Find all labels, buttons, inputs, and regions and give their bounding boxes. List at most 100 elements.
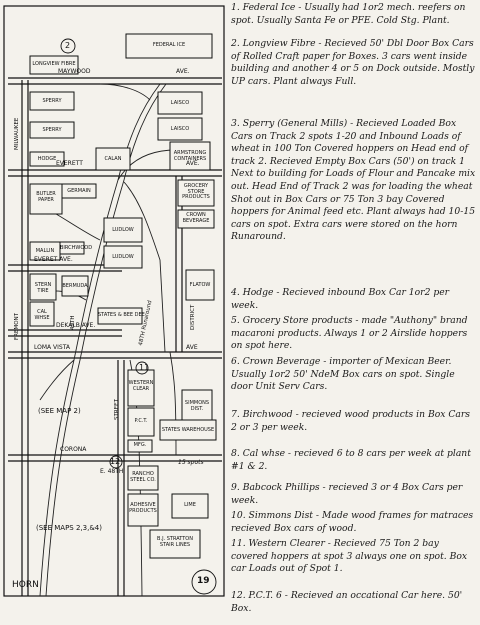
label-armstrong: ARMSTRONG CONTAINERS: [173, 150, 207, 162]
label-mallin: MALLIN: [35, 248, 55, 254]
street-loma-vista: LOMA VISTA: [34, 344, 71, 351]
building-birchwood: [59, 241, 85, 255]
building-hodge: [29, 151, 65, 167]
building-flatow: [185, 269, 215, 301]
street-vertical: STREET: [114, 399, 120, 420]
ref-number: 12: [110, 457, 121, 466]
building-states-bee: [97, 307, 143, 325]
label-longview: LONGVIEW FIBRE: [32, 61, 76, 67]
label-federal-ice: FEDERAL ICE: [152, 42, 186, 48]
label-bermuda: BERMUDA: [62, 283, 88, 289]
note-number: 8.: [231, 448, 240, 459]
label-laisco: LAISCO: [170, 126, 190, 132]
track-line: [39, 359, 75, 401]
building-armstrong: [169, 141, 211, 171]
label-sperry: SPERRY: [42, 98, 62, 104]
note-number: 4.: [231, 287, 240, 298]
label-states-whse: STATES WAREHOUSE: [161, 427, 215, 433]
building-lime: [171, 493, 209, 519]
note-text: Babcock Phillips - recieved 3 or 4 Box C…: [231, 482, 463, 506]
label-calwhse: CAL WHSE: [34, 309, 50, 321]
building-sperry-1: [29, 91, 75, 111]
label-sperry: SPERRY: [42, 127, 62, 133]
building-mfg: [127, 439, 153, 453]
note-item: 10. Simmons Dist - Made wood frames for …: [231, 510, 477, 535]
note-item: 6. Crown Beverage - importer of Mexican …: [231, 356, 477, 394]
note-number: 10.: [231, 510, 246, 521]
note-text: Simmons Dist - Made wood frames for matr…: [231, 510, 474, 534]
label-mfg: MFG.: [133, 442, 147, 448]
label-ludlow: LUDLOW: [112, 227, 134, 233]
label-lime: LIME: [184, 502, 196, 508]
label-states-bee: STATES & BEE DEE: [98, 312, 145, 318]
note-text: Sperry (General Mills) - Recieved Loaded…: [231, 118, 476, 243]
street-e48: E. 48TH: [100, 468, 124, 475]
label-laisco: LAISCO: [170, 100, 190, 106]
note-text: Longview Fibre - Recieved 50' Dbl Door B…: [231, 38, 475, 87]
callout-see-maps: (SEE MAPS 2,3,&4): [36, 524, 102, 532]
note-number: 3.: [231, 118, 240, 129]
building-calwhse: [29, 301, 55, 327]
label-calan: CALAN: [104, 156, 122, 162]
street-dekalb: DEKALB AVE.: [56, 322, 96, 329]
note-number: 12.: [231, 590, 246, 601]
notes-column: 1. Federal Ice - Usually had 1or2 mech. …: [229, 0, 479, 625]
building-rancho: [127, 465, 159, 491]
note-number: 7.: [231, 409, 240, 420]
label-horn: HORN: [12, 580, 39, 590]
note-item: 2. Longview Fibre - Recieved 50' Dbl Doo…: [231, 38, 477, 88]
note-text: Cal whse - recieved 6 to 8 cars per week…: [231, 448, 471, 472]
note-item: 7. Birchwood - recieved wood products in…: [231, 409, 477, 434]
track-map: MAYWOOD AVE. EVERETT AVE. EVERET AVE. DE…: [0, 0, 228, 625]
building-longview: [29, 55, 79, 75]
track-line: [45, 83, 167, 597]
track-line: [39, 83, 161, 597]
note-text: Hodge - Recieved inbound Box Car 1or2 pe…: [231, 287, 450, 311]
note-text: Crown Beverage - importer of Mexican Bee…: [231, 356, 455, 393]
label-crown: CROWN BEVERAGE: [182, 212, 210, 224]
building-bermuda: [61, 275, 89, 297]
note-item: 9. Babcock Phillips - recieved 3 or 4 Bo…: [231, 482, 477, 507]
label-rancho: RANCHO STEEL CO.: [130, 471, 156, 483]
label-western: WESTERN CLEAR: [128, 380, 154, 392]
label-grocery: GROCERY STORE PRODUCTS: [182, 183, 210, 200]
building-pct: [127, 407, 155, 437]
note-item: 1. Federal Ice - Usually had 1or2 mech. …: [231, 2, 477, 27]
callout-spots: 15 spots: [178, 459, 204, 466]
label-flatow: FLATOW: [189, 282, 211, 288]
note-item: 12. P.C.T. 6 - Recieved an occational Ca…: [231, 590, 477, 615]
label-simmons: SIMMONS DIST.: [184, 400, 210, 412]
street-maywood: MAYWOOD: [58, 68, 91, 75]
building-ludlow-1: [103, 217, 143, 243]
note-number: 9.: [231, 482, 240, 493]
note-number: 5.: [231, 315, 240, 326]
map-drawing: [3, 5, 225, 597]
street-ave: AVE.: [186, 160, 200, 167]
building-western: [127, 369, 155, 407]
note-item: 3. Sperry (General Mills) - Recieved Loa…: [231, 118, 477, 244]
label-hodge: HODGE: [37, 156, 57, 162]
note-item: 11. Western Clearer - Recieved 75 Ton 2 …: [231, 538, 477, 576]
callout-see-map2: (SEE MAP 2): [38, 407, 81, 415]
note-text: Birchwood - recieved wood products in Bo…: [231, 409, 470, 433]
label-pct: P.C.T.: [134, 418, 148, 424]
note-item: 4. Hodge - Recieved inbound Box Car 1or2…: [231, 287, 477, 312]
building-laisco-2: [157, 117, 203, 141]
building-germain: [61, 183, 97, 199]
ref-number: 2: [65, 41, 71, 50]
building-laisco-1: [157, 91, 203, 115]
track-line: [123, 181, 166, 353]
building-crown: [177, 209, 215, 229]
street-ave: AVE: [186, 344, 198, 351]
rail-tracks: [39, 83, 177, 597]
street-corona: CORONA: [60, 446, 87, 453]
note-number: 6.: [231, 356, 240, 367]
building-simmons: [181, 389, 213, 425]
ref-number: 11: [139, 363, 150, 372]
street-everett-ave: EVERET AVE.: [34, 256, 73, 263]
building-grocery: [177, 179, 215, 207]
track-line: [99, 83, 151, 101]
note-text: Federal Ice - Usually had 1or2 mech. ree…: [231, 2, 466, 26]
building-sperry-2: [29, 121, 75, 139]
note-number: 1.: [231, 2, 240, 13]
